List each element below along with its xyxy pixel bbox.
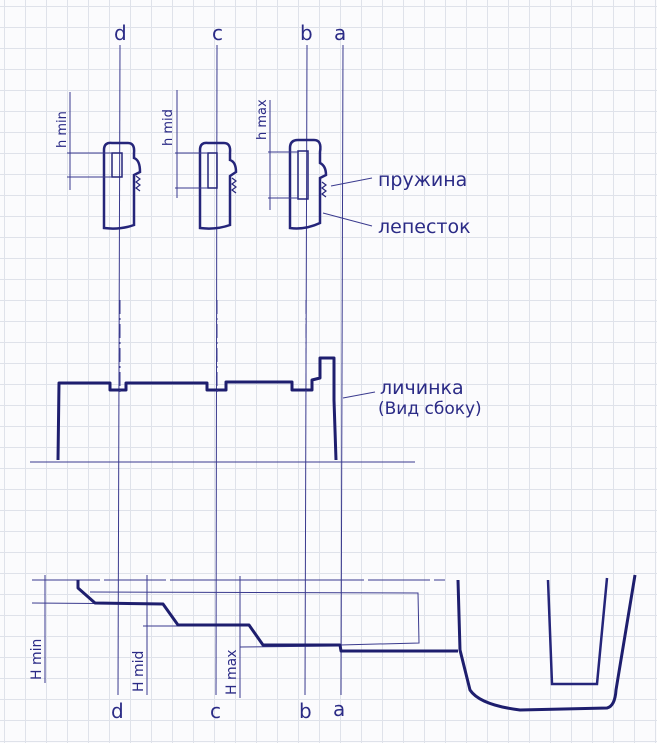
- axis-label-top-a: a: [334, 21, 346, 45]
- h-min-label: h min: [55, 111, 70, 148]
- axis-line-a: [340, 44, 344, 696]
- axis-label-bottom-d: d: [111, 699, 124, 723]
- axis-label-top-b: b: [300, 21, 313, 45]
- cylinder-side-view: [30, 300, 415, 463]
- axis-label-top-c: c: [212, 21, 223, 45]
- pin-b: [268, 100, 328, 230]
- axis-line-b: [304, 44, 308, 696]
- key-profile: [31, 574, 637, 712]
- cylinder-label: личинка: [380, 377, 464, 399]
- axis-label-bottom-a: a: [333, 697, 345, 721]
- axis-label-bottom-c: c: [210, 699, 221, 723]
- H-min-label: H min: [29, 639, 45, 680]
- pin-c: [175, 90, 238, 230]
- h-mid-label: h mid: [161, 109, 176, 146]
- spring-leader-line: [330, 177, 373, 187]
- axis-label-bottom-b: b: [299, 699, 312, 723]
- axis-lines: [117, 44, 344, 696]
- h-max-label: h max: [255, 99, 270, 140]
- spring-label: пружина: [378, 169, 467, 191]
- leaf-label: лепесток: [378, 216, 471, 238]
- cylinder-leader-line: [342, 391, 376, 399]
- H-max-label: H max: [224, 650, 240, 695]
- pin-d: [67, 92, 142, 230]
- axis-label-top-d: d: [114, 21, 127, 45]
- H-mid-label: H mid: [131, 651, 147, 692]
- leaf-leader-line: [322, 212, 373, 227]
- cylinder-view-label: (Вид сбоку): [378, 399, 482, 419]
